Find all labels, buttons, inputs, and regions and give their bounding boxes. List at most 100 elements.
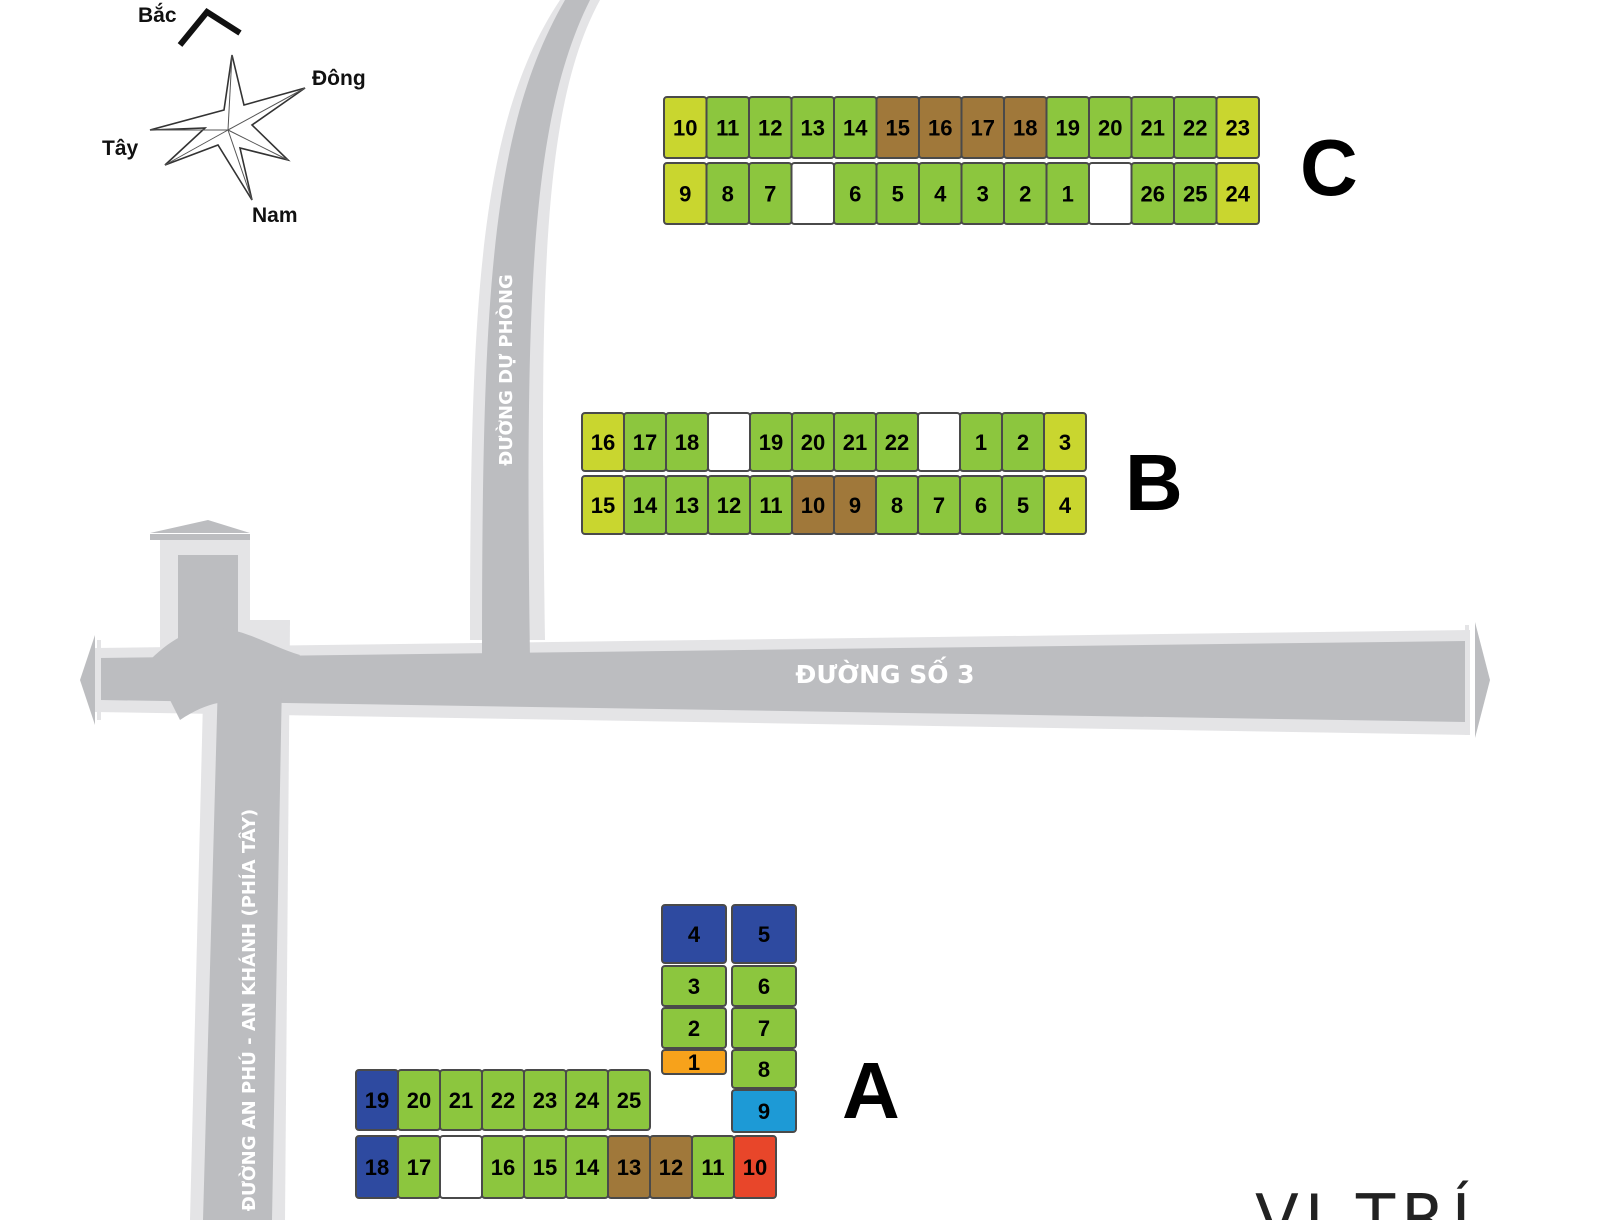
block-a-unit-13-label: 13 xyxy=(617,1155,641,1180)
block-c-unit-9-label: 9 xyxy=(679,182,691,207)
block-a-unit-4[interactable] xyxy=(661,904,727,964)
corner-title: VỊ TRÍ xyxy=(1255,1180,1476,1220)
block-b-unit-17-label: 17 xyxy=(633,430,657,455)
block-b-unit-22-label: 22 xyxy=(885,430,909,455)
block-b-unit-20-label: 20 xyxy=(801,430,825,455)
block-a-unit-9[interactable] xyxy=(731,1089,797,1133)
block-b-unit-1-label: 1 xyxy=(975,430,987,455)
block-a-unit-1[interactable] xyxy=(661,1049,727,1075)
road-so3 xyxy=(100,641,1465,722)
north-arrow-icon xyxy=(177,8,242,47)
block-c-unit-7-label: 7 xyxy=(764,182,776,207)
block-c-unit-26-label: 26 xyxy=(1141,182,1165,207)
block-a-unit-10-label: 10 xyxy=(743,1155,767,1180)
block-c-unit-12-label: 12 xyxy=(758,116,782,141)
block-c-unit-18-label: 18 xyxy=(1013,116,1037,141)
block-c-unit-13-label: 13 xyxy=(801,116,825,141)
block-c-unit-16-label: 16 xyxy=(928,116,952,141)
block-a-unit-2[interactable] xyxy=(661,1007,727,1049)
compass-north-label: Bắc xyxy=(138,3,177,27)
road-label-an-phu: ĐƯỜNG AN PHÚ - AN KHÁNH (PHÍA TÂY) xyxy=(238,809,260,1211)
block-a-unit-19-label: 19 xyxy=(365,1088,389,1113)
block-label-c: C xyxy=(1300,123,1358,212)
compass-ray xyxy=(227,54,233,131)
block-c-unit-1-label: 1 xyxy=(1062,182,1074,207)
stairwell-gap xyxy=(790,162,835,225)
road-du-phong xyxy=(482,0,590,660)
marker-west-line xyxy=(97,640,101,720)
block-a-unit-21-label: 21 xyxy=(449,1088,473,1113)
arrow-east-end xyxy=(1475,622,1490,738)
compass-west-label: Tây xyxy=(102,137,139,160)
block-a-unit-6-label: 6 xyxy=(758,974,770,999)
block-b-unit-10-label: 10 xyxy=(801,493,825,518)
block-a-unit-25[interactable] xyxy=(607,1069,651,1131)
block-c-unit-23-label: 23 xyxy=(1226,116,1250,141)
block-a-unit-15-label: 15 xyxy=(533,1155,557,1180)
compass-ray xyxy=(227,129,289,161)
block-b-unit-13-label: 13 xyxy=(675,493,699,518)
block-c-unit-15-label: 15 xyxy=(886,116,910,141)
block-b-unit-11-label: 11 xyxy=(759,493,782,518)
compass-ray xyxy=(227,129,253,201)
stairwell-gap xyxy=(917,412,961,472)
block-a-unit-25-label: 25 xyxy=(617,1088,641,1113)
block-c-unit-14-label: 14 xyxy=(843,116,868,141)
block-a-unit-2-label: 2 xyxy=(688,1016,700,1041)
compass-star xyxy=(149,54,306,201)
block-c-unit-8-label: 8 xyxy=(722,182,734,207)
block-c-unit-24-label: 24 xyxy=(1226,182,1251,207)
compass-east-label: Đông xyxy=(312,67,366,90)
block-b-unit-4[interactable] xyxy=(1043,475,1087,535)
block-a-unit-9-label: 9 xyxy=(758,1099,770,1124)
stairwell-gap xyxy=(439,1135,483,1199)
block-a-unit-7-label: 7 xyxy=(758,1016,770,1041)
compass-ray xyxy=(227,87,306,131)
block-c-unit-4-label: 4 xyxy=(934,182,947,207)
block-a-unit-22-label: 22 xyxy=(491,1088,515,1113)
block-c-unit-19-label: 19 xyxy=(1056,116,1080,141)
block-a-unit-3[interactable] xyxy=(661,965,727,1007)
block-b-unit-19-label: 19 xyxy=(759,430,783,455)
block-c-unit-24[interactable] xyxy=(1215,162,1260,225)
block-c-unit-6-label: 6 xyxy=(849,182,861,207)
block-label-a: A xyxy=(842,1046,900,1135)
block-c-unit-17-label: 17 xyxy=(971,116,995,141)
block-c-unit-10-label: 10 xyxy=(673,116,697,141)
block-b-unit-5-label: 5 xyxy=(1017,493,1029,518)
block-a-unit-23-label: 23 xyxy=(533,1088,557,1113)
block-c-unit-11-label: 11 xyxy=(716,116,739,141)
block-b-unit-14-label: 14 xyxy=(633,493,658,518)
block-a-unit-17-label: 17 xyxy=(407,1155,431,1180)
block-b-unit-3[interactable] xyxy=(1043,412,1087,472)
block-b-unit-18-label: 18 xyxy=(675,430,699,455)
road-network: ĐƯỜNG SỐ 3 ĐƯỜNG DỰ PHÒNG ĐƯỜNG AN PHÚ -… xyxy=(80,0,1490,1220)
block-c-unit-21-label: 21 xyxy=(1141,116,1165,141)
block-a-unit-5[interactable] xyxy=(731,904,797,964)
block-c-unit-25-label: 25 xyxy=(1183,182,1207,207)
block-b-unit-2-label: 2 xyxy=(1017,430,1029,455)
block-a-unit-8[interactable] xyxy=(731,1049,797,1089)
block-b-unit-7-label: 7 xyxy=(933,493,945,518)
block-a-unit-14-label: 14 xyxy=(575,1155,600,1180)
arrow-west-end xyxy=(80,635,95,725)
compass-ray xyxy=(164,129,229,166)
block-b-unit-15-label: 15 xyxy=(591,493,615,518)
road-an-phu xyxy=(203,680,282,1220)
block-b-unit-8-label: 8 xyxy=(891,493,903,518)
block-a-unit-6[interactable] xyxy=(731,965,797,1007)
block-a-unit-24-label: 24 xyxy=(575,1088,600,1113)
block-a-unit-12-label: 12 xyxy=(659,1155,683,1180)
block-c-unit-23[interactable] xyxy=(1215,96,1260,159)
block-a-unit-7[interactable] xyxy=(731,1007,797,1049)
block-a-unit-10[interactable] xyxy=(733,1135,777,1199)
block-c-unit-3-label: 3 xyxy=(977,182,989,207)
block-a-unit-4-label: 4 xyxy=(688,922,701,947)
block-b-unit-12-label: 12 xyxy=(717,493,741,518)
block-a-unit-8-label: 8 xyxy=(758,1057,770,1082)
block-a-unit-18-label: 18 xyxy=(365,1155,389,1180)
block-b-unit-9-label: 9 xyxy=(849,493,861,518)
